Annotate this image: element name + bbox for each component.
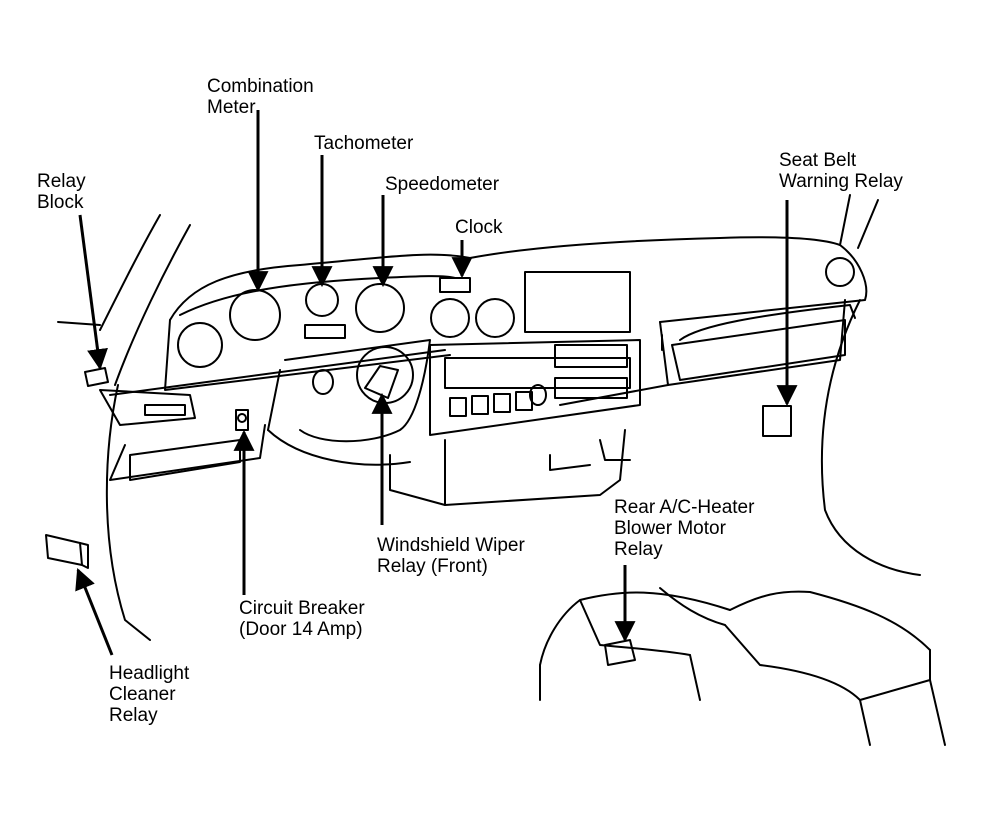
dashboard-outline xyxy=(109,194,921,576)
seat-belt-warning-relay-label: Seat Belt Warning Relay xyxy=(779,150,903,192)
combination-meter-label: Combination Meter xyxy=(207,76,314,118)
gauge-cluster xyxy=(177,271,631,368)
circuit-breaker-unit xyxy=(235,409,249,431)
rear-console xyxy=(539,587,946,746)
tachometer-gauge xyxy=(305,283,339,317)
label-line: Block xyxy=(37,192,84,213)
circuit-breaker-label: Circuit Breaker (Door 14 Amp) xyxy=(239,598,365,640)
headlight-cleaner-relay-label: Headlight Cleaner Relay xyxy=(109,663,189,726)
rear-ac-heater-relay-label: Rear A/C-Heater Blower Motor Relay xyxy=(614,497,754,560)
tachometer-label: Tachometer xyxy=(314,133,413,154)
windshield-wiper-relay-label: Windshield Wiper Relay (Front) xyxy=(377,535,525,577)
label-line: Rear A/C-Heater xyxy=(614,497,755,518)
relay-block-label: Relay Block xyxy=(37,171,86,213)
center-stack xyxy=(444,344,631,417)
radio-display xyxy=(524,271,631,333)
relay-block-pointer xyxy=(78,214,108,371)
warning-lights-panel xyxy=(304,324,346,339)
clock-label: Clock xyxy=(455,217,503,238)
clock-display xyxy=(439,277,471,293)
label-line: Headlight xyxy=(109,663,190,684)
label-line: Relay xyxy=(109,705,158,726)
speedometer-label: Speedometer xyxy=(385,174,499,195)
label-line: Meter xyxy=(207,97,256,118)
label-line: Speedometer xyxy=(385,174,500,195)
headlight-cleaner-pointer xyxy=(75,568,114,656)
left-vent-gauge xyxy=(177,322,223,368)
label-line: Seat Belt xyxy=(779,150,857,171)
label-line: Combination xyxy=(207,76,314,97)
speedometer-gauge xyxy=(355,283,405,333)
label-line: Windshield Wiper xyxy=(377,535,525,556)
seat-belt-relay-unit xyxy=(762,405,792,437)
label-line: (Door 14 Amp) xyxy=(239,619,363,640)
label-line: Cleaner xyxy=(109,684,176,705)
wiper-relay-unit xyxy=(356,346,414,404)
headlight-cleaner-relay-unit xyxy=(45,534,89,569)
a-pillar-outline xyxy=(57,214,191,641)
label-line: Relay xyxy=(614,539,663,560)
label-line: Blower Motor xyxy=(614,518,726,539)
relay-block-unit xyxy=(84,367,196,426)
combination-meter-gauge xyxy=(229,289,281,341)
right-gauge-2 xyxy=(475,298,515,338)
label-line: Warning Relay xyxy=(779,171,903,192)
label-line: Clock xyxy=(455,217,503,238)
label-line: Relay xyxy=(37,171,86,192)
right-gauge-1 xyxy=(430,298,470,338)
label-line: Tachometer xyxy=(314,133,414,154)
label-line: Relay (Front) xyxy=(377,556,488,577)
label-line: Circuit Breaker xyxy=(239,598,365,619)
